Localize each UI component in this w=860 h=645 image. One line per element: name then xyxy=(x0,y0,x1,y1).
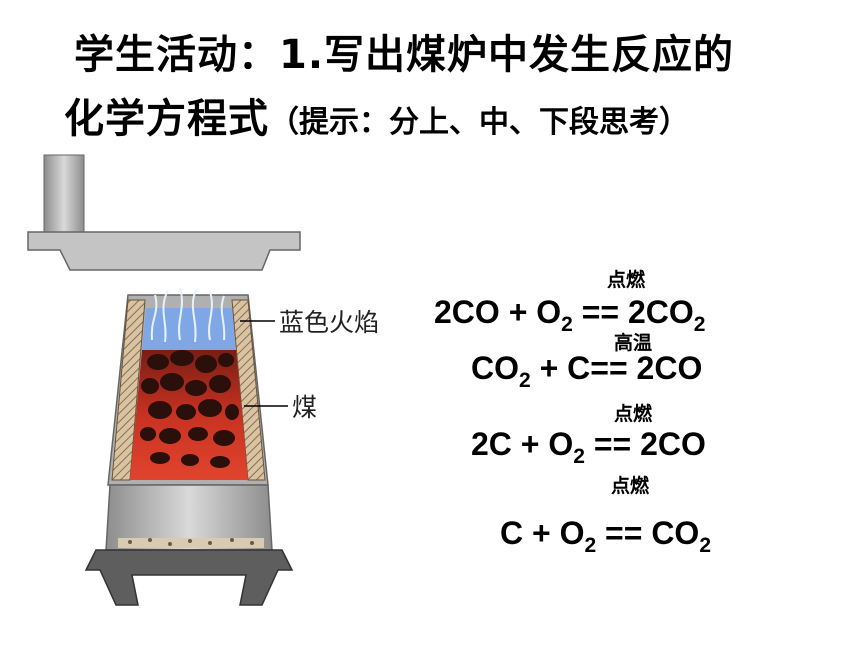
stove-base xyxy=(84,549,294,606)
title-main-text: 化学方程式 xyxy=(64,96,269,142)
coal-stove-diagram: 蓝色火焰 煤 xyxy=(27,154,379,606)
slide-title-line2: 化学方程式（提示：分上、中、下段思考） xyxy=(64,86,689,144)
flame-wisps xyxy=(150,287,226,343)
ash-specks xyxy=(128,538,254,546)
eq2-condition: 高温 xyxy=(614,332,653,354)
equation-3: 2C + O2 == 2CO xyxy=(471,426,706,468)
equation-4: C + O2 == CO2 xyxy=(500,515,711,557)
brick-lining-right xyxy=(231,299,266,481)
eq1-condition: 点燃 xyxy=(607,269,646,291)
label-coal: 煤 xyxy=(292,393,317,422)
coal-lumps xyxy=(140,350,239,468)
eq4-condition: 点燃 xyxy=(611,475,650,497)
chimney-pipe xyxy=(43,154,85,236)
title-hint-text: （提示：分上、中、下段思考） xyxy=(269,105,689,140)
equation-2: CO2 + C== 2CO xyxy=(471,350,703,392)
slide-title-line1: 学生活动：1.写出煤炉中发生反应的 xyxy=(74,32,735,78)
ash-layer xyxy=(118,538,264,548)
stove-top-plate xyxy=(27,231,301,271)
eq3-condition: 点燃 xyxy=(614,403,653,425)
label-blue-flame: 蓝色火焰 xyxy=(279,308,379,337)
equation-1: 2CO + O2 == 2CO2 xyxy=(434,294,706,336)
